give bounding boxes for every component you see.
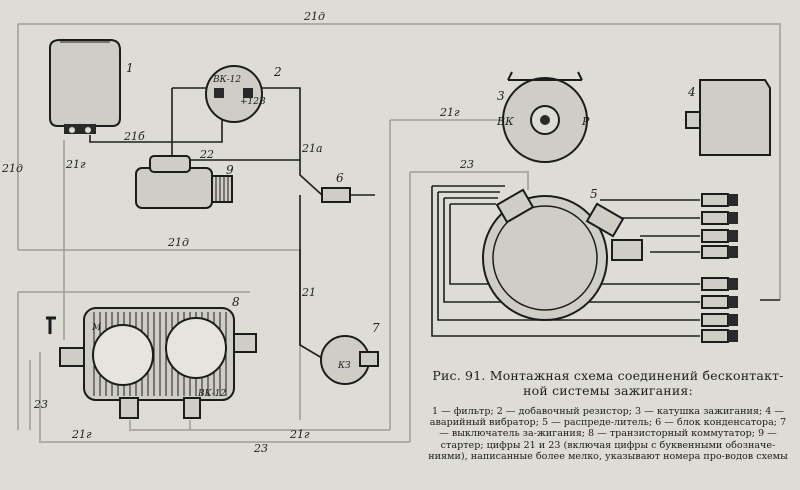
filter-number: 1 (126, 61, 134, 75)
harness-bottom (29, 352, 410, 443)
coil-component: ВК Р 3 (496, 71, 590, 163)
wire-label-21d-mid: 21д (167, 236, 189, 249)
commutator-component: М ВК-12 8 (46, 295, 257, 419)
wire-label-21d-top: 21д (303, 10, 325, 23)
wire-label-23-top: 23 (459, 158, 474, 171)
connector-block (701, 193, 738, 343)
coil-terminal-left: ВК (496, 115, 514, 128)
resistor-component: ВК-12 +12В 2 (205, 65, 282, 123)
starter-number: 9 (226, 163, 234, 177)
wire-label-21a: 21а (301, 142, 323, 155)
capacitor-number: 6 (336, 171, 344, 185)
wire-label-21g-bottom-mid: 21г (289, 428, 310, 441)
harness-21d-left (17, 291, 250, 430)
harness-23 (409, 171, 529, 442)
harness-21g-top (389, 119, 505, 430)
wire-labels: 21д 21б 22 21а 21г 23 21г 21д 21д 21 23 … (1, 10, 474, 455)
commutator-number: 8 (232, 295, 240, 309)
resistor-terminal-left: ВК-12 (212, 75, 241, 85)
resistor-terminal-right: +12В (240, 97, 266, 107)
caption-legend: 1 — фильтр; 2 — добавочный резистор; 3 —… (428, 406, 788, 462)
vibrator-number: 4 (687, 85, 696, 99)
wire-label-21g-left: 21г (65, 158, 86, 171)
resistor-number: 2 (273, 65, 282, 79)
wire-label-21b: 21б (123, 130, 145, 143)
distributor-component: 5 (482, 187, 643, 321)
vibrator-component: 4 (685, 79, 771, 156)
capacitor-component: 6 (321, 171, 351, 203)
switch-number: 7 (372, 321, 380, 335)
coil-terminal-right: Р (581, 115, 590, 128)
switch-terminal: КЗ (337, 361, 351, 371)
ignition-switch-component: КЗ 7 (320, 321, 380, 385)
commutator-terminal-right: ВК-12 (197, 389, 226, 399)
filter-component: 1 (49, 39, 134, 134)
harness-21d-outer (17, 23, 781, 300)
figure-caption: Рис. 91. Монтажная схема соединений беск… (424, 368, 792, 462)
wire-label-22: 22 (199, 148, 214, 161)
wire-label-21g-top: 21г (439, 106, 460, 119)
starter-component: 9 (135, 155, 234, 209)
coil-number: 3 (497, 89, 505, 103)
single-wires (89, 87, 375, 359)
commutator-terminal-left: М (91, 323, 102, 333)
wire-label-23-left: 23 (33, 398, 48, 411)
wire-label-21g-bottom-left: 21г (71, 428, 92, 441)
wire-label-23-bottom: 23 (253, 442, 268, 455)
distributor-number: 5 (590, 187, 598, 201)
caption-title: Рис. 91. Монтажная схема соединений беск… (432, 368, 784, 398)
distributor-bundle (431, 185, 780, 337)
wire-label-21: 21 (301, 286, 316, 299)
wire-label-21d-left: 21д (1, 162, 23, 175)
